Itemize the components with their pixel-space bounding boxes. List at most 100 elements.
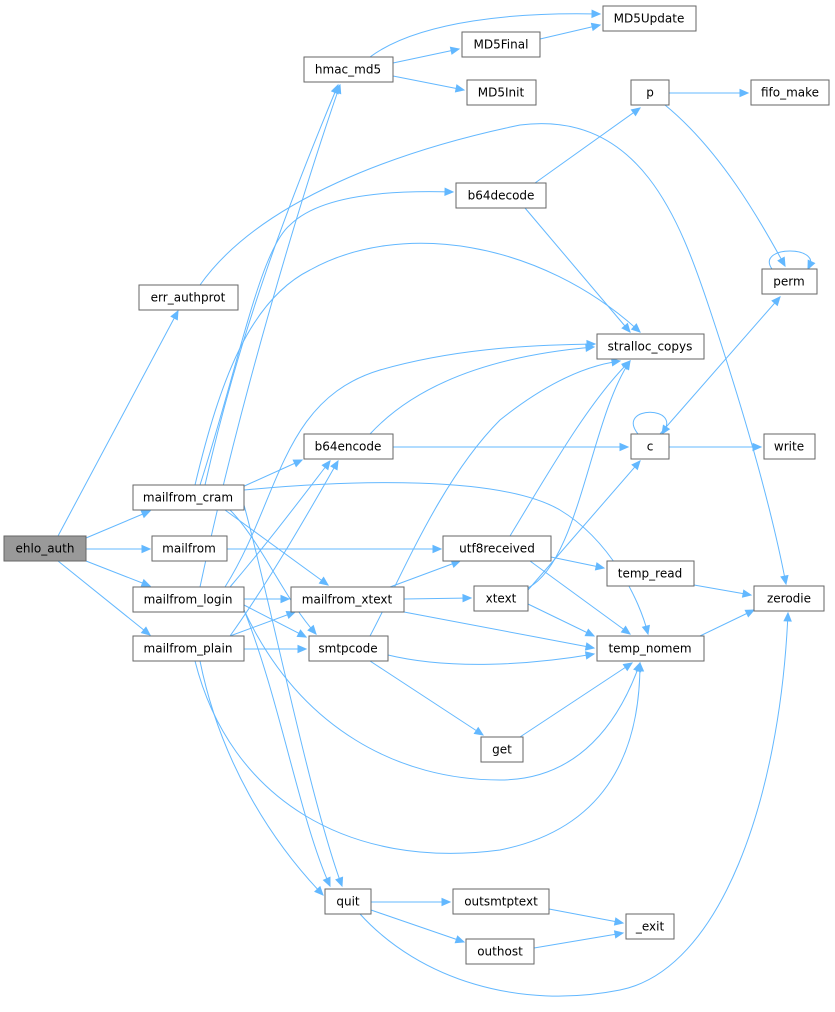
node-label: smtpcode [318,642,377,656]
edge-arrowhead [635,661,645,672]
edge-mailfrom-plain-to-quit [199,660,324,896]
edge-arrowhead [140,626,151,636]
node-outhost[interactable]: outhost [465,938,535,965]
edge-line [768,250,812,270]
node-mailfrom[interactable]: mailfrom [151,535,228,562]
node-zerodie[interactable]: zerodie [753,585,825,612]
node-c[interactable]: c [630,433,670,460]
node-ehlo-auth[interactable]: ehlo_auth [3,535,87,562]
node-hmac-md5[interactable]: hmac_md5 [303,56,394,83]
edge-arrowhead [321,460,331,471]
edge-arrowhead [807,259,816,271]
edge-arrowhead [449,46,461,55]
node-md5init[interactable]: MD5Init [466,79,537,106]
edge-smtpcode-to-get [369,660,485,736]
edge-arrowhead [584,651,596,660]
edge-arrowhead [622,662,634,672]
edge-hmac-md5-to-MD5Final [392,46,461,64]
node-outsmtptext[interactable]: outsmtptext [452,888,550,915]
node-stralloc-copys[interactable]: stralloc_copys [596,333,705,360]
edge-mailfrom-cram-to-mailfrom-xtext [224,509,330,586]
edge-arrowhead [292,459,304,468]
edge-line [199,660,324,896]
edge-p-to-fifo-make [669,88,750,98]
node-label: fifo_make [761,86,819,100]
node-perm[interactable]: perm [761,268,818,295]
edge-line [229,460,339,637]
node-write[interactable]: write [763,433,816,460]
edge-line [85,560,151,587]
node-fifo-make[interactable]: fifo_make [750,79,830,106]
edge-arrowhead [613,930,625,939]
edge-arrowhead [280,594,291,604]
node-label: _exit [635,920,665,934]
edge-outhost-to--exit [533,930,625,949]
node-smtpcode[interactable]: smtpcode [308,635,389,662]
node-utf8received[interactable]: utf8received [442,535,552,562]
edge-line [387,653,595,665]
edge-line [204,84,339,486]
edge-ehlo-auth-to-err-authprot [57,309,179,537]
node-mailfrom-login[interactable]: mailfrom_login [132,586,245,613]
edge-temp-read-to-zerodie [693,584,753,598]
edge-arrowhead [141,544,152,554]
edge-line [224,343,596,588]
node-xtext[interactable]: xtext [473,585,529,612]
edge-get-to-temp-nomem [519,662,634,738]
edge-arrowhead [454,935,466,944]
node-b64encode[interactable]: b64encode [303,433,394,460]
node-mailfrom-cram[interactable]: mailfrom_cram [132,484,245,511]
edge-line [519,662,633,738]
node-quit[interactable]: quit [324,888,372,915]
edge-line [369,360,621,637]
edge-line [548,908,624,924]
edge-mailfrom-plain-to-b64encode [229,459,339,637]
edge-line [57,560,151,636]
edge-arrowhead [630,107,642,117]
node-err-authprot[interactable]: err_authprot [138,284,239,311]
edge-arrowhead [590,22,602,32]
edge-line [57,310,179,537]
edge-line [229,611,296,637]
edge-mailfrom-login-to-b64encode [229,460,331,588]
edge-line [403,597,472,600]
edge-line [229,460,331,588]
node-label: outsmtptext [464,895,538,909]
node-md5final[interactable]: MD5Final [461,31,541,58]
node-get[interactable]: get [480,736,524,763]
edge-hmac-md5-to-MD5Update [369,9,602,58]
edge-arrowhead [594,562,606,571]
edge-arrowhead [620,625,632,635]
edge-arrowhead [621,322,631,333]
edge-arrowhead [296,629,308,638]
node-label: temp_read [618,567,682,581]
node-label: mailfrom_xtext [302,593,393,607]
edge-arrowhead [333,83,342,95]
edge-line [243,604,307,638]
edge-arrowhead [441,897,452,907]
edge-arrowhead [335,876,344,888]
node-mailfrom-xtext[interactable]: mailfrom_xtext [290,586,405,613]
node-b64decode[interactable]: b64decode [455,182,547,209]
edge-arrowhead [318,576,330,586]
edge-line [243,609,331,887]
node-exit[interactable]: _exit [625,913,675,940]
node-label: get [492,743,512,757]
edge-utf8received-to-temp-read [550,556,606,571]
edge-arrowhead [780,574,789,586]
edge-hmac-md5-to-MD5Init [392,75,466,93]
node-temp-nomem[interactable]: temp_nomem [596,635,705,662]
edge-arrowhead [739,88,750,98]
edge-line [359,612,789,997]
edge-line [369,660,484,736]
node-mailfrom-plain[interactable]: mailfrom_plain [132,635,245,662]
node-p[interactable]: p [630,79,670,106]
edge-quit-to-outsmtptext [371,897,452,907]
node-md5update[interactable]: MD5Update [602,5,697,32]
edge-ehlo-auth-to-mailfrom-plain [57,560,151,636]
node-label: b64decode [468,189,535,203]
edge-arrowhead [610,358,622,367]
node-temp-read[interactable]: temp_read [606,560,695,587]
node-label: c [647,440,654,454]
edge-line [194,242,641,486]
